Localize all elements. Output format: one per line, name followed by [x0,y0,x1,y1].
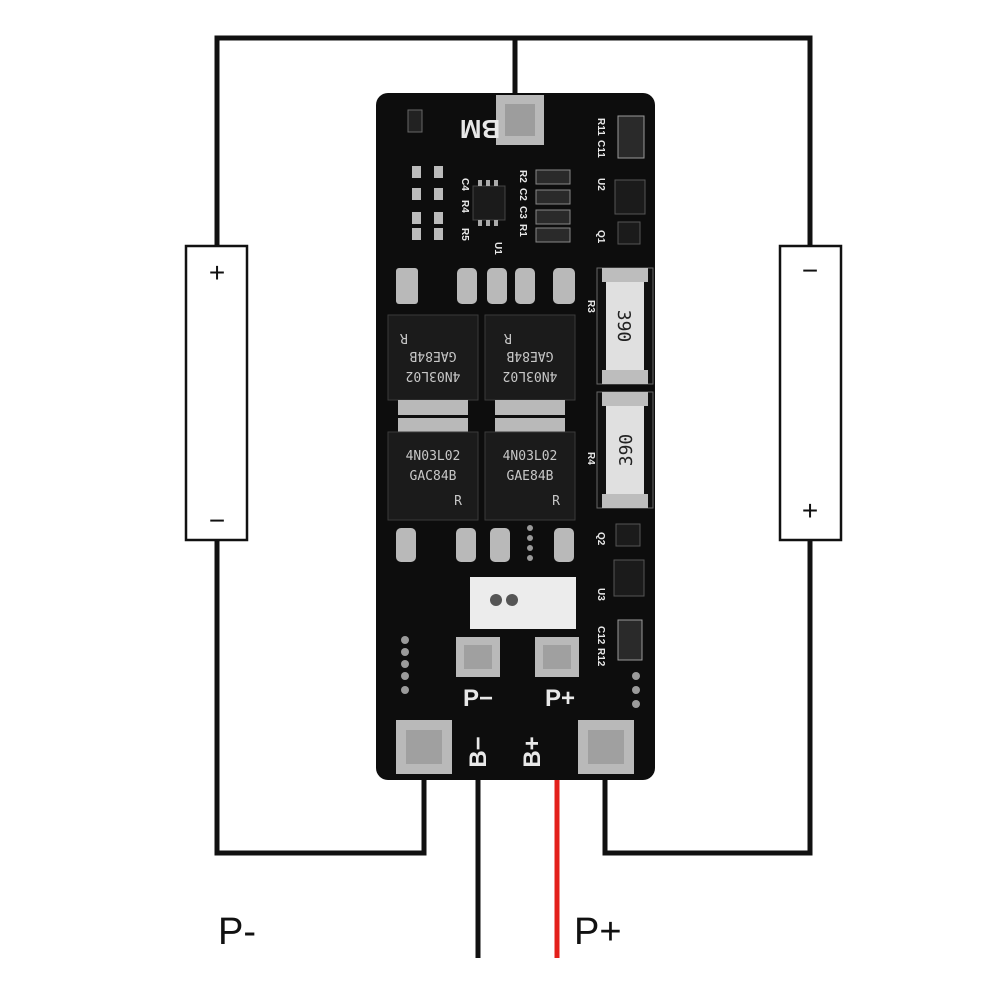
mosfet-bl-mark1: 4N03L02 [406,449,461,464]
mosfet-tr-mark1: GAE84B [506,348,553,363]
top-pad-inner [505,104,535,136]
battery-right-top-sign: − [802,255,818,286]
bms-board: BM C4 R4 R5 U1 R2 C2 C3 R [376,93,655,780]
ref-c3: C3 [517,206,528,219]
output-label-p-plus: P+ [574,911,622,953]
left-battery-bottom-wire [214,540,427,856]
mosfet-br-logo: R [552,494,560,509]
board-label-p-plus: P+ [545,685,575,712]
mosfet-leads-bottom [396,528,574,562]
board-label-p-minus: P− [463,685,493,712]
brand-logo: BM [460,114,500,144]
battery-left-body [184,244,249,542]
ref-r11: R11 [595,118,606,136]
mosfet-bl-logo: R [454,494,462,509]
mosfet-leads-top [396,268,575,304]
mosfet-tl-mark1: GAE84B [409,348,456,363]
pad-b-minus [396,720,452,774]
ref-c11: C11 [595,140,606,158]
battery-left-bottom-sign: − [209,505,225,536]
board-label-b-minus: B− [465,736,492,767]
resistor-r3-value: 390 [613,310,634,343]
ref-q2: Q2 [595,532,606,546]
mosfet-top-left: GAE84B 4N03L02 R [387,314,479,415]
mosfet-tl-logo: R [400,330,408,345]
pad-b-plus [578,720,634,774]
ref-r4b: R4 [459,200,470,213]
pad-p-plus [535,637,579,677]
battery-right-bottom-sign: + [802,495,818,526]
ref-u3: U3 [595,588,606,601]
ref-c2: C2 [517,188,528,201]
ref-u2: U2 [595,178,606,191]
board-label-b-plus: B+ [519,736,546,767]
resistor-r4-value: 390 [616,434,637,467]
mosfet-top-right: GAE84B 4N03L02 R [484,314,576,415]
pad-p-minus [456,637,500,677]
mosfet-bottom-right: 4N03L02 GAE84B R [484,418,576,521]
battery-left-top-sign: + [209,257,225,288]
ref-q1: Q1 [595,230,606,244]
battery-right-body [778,244,843,542]
ref-r12: R12 [595,648,606,667]
vias [401,525,640,708]
output-label-p-minus: P- [218,911,256,953]
ref-u1: U1 [492,242,503,255]
mosfet-tr-logo: R [504,330,512,345]
ref-c12: C12 [595,626,606,645]
white-label-area [470,577,576,629]
top-left-components: C4 R4 R5 [407,109,470,241]
lower-right-components: Q2 U3 C12 R12 [595,523,645,667]
mosfet-bl-mark2: GAC84B [410,469,457,484]
passive-column-center: R2 C2 C3 R1 [517,169,571,243]
chip-u1: U1 [472,180,506,255]
resistor-r4: 390 R4 [585,391,654,509]
ref-r3: R3 [585,300,596,313]
mosfet-br-mark1: 4N03L02 [503,449,558,464]
resistor-r3: 390 R3 [585,267,654,385]
mosfet-br-mark2: GAE84B [507,469,554,484]
battery-right: − + [778,244,843,542]
mosfet-tr-mark2: 4N03L02 [503,368,558,383]
ref-r2: R2 [517,170,528,183]
ref-c4: C4 [459,178,470,191]
top-loop-wire [214,35,813,246]
mosfet-tl-mark2: 4N03L02 [406,368,461,383]
right-battery-bottom-wire [602,540,813,856]
ref-r1: R1 [517,224,528,237]
battery-left: + − [184,244,249,542]
top-right-components: R11 C11 U2 Q1 [595,115,646,245]
mosfet-bottom-left: 4N03L02 GAC84B R [387,418,479,521]
ref-r5: R5 [459,228,470,241]
ref-r4: R4 [585,452,596,465]
